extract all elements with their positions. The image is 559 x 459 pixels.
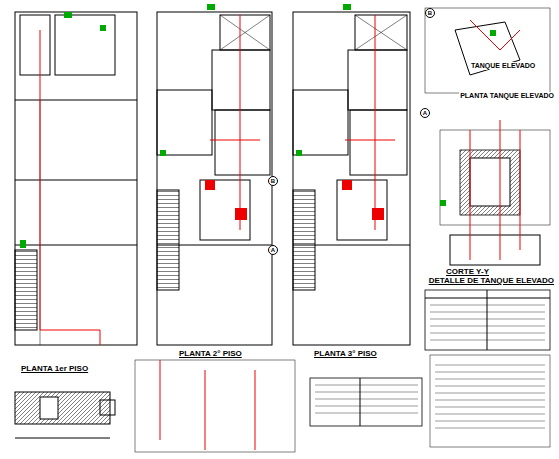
section-marker: A [268,245,278,255]
drawing-title: DETALLE DE TANQUE ELEVADO [428,277,555,286]
drawing-title: PLANTA TANQUE ELEVADO [459,92,555,100]
section-marker: A [420,108,430,118]
drawing-title: PLANTA 1er PISO [20,365,89,374]
drawing-title: PLANTA 3° PISO [313,350,378,359]
section-marker: B [268,176,278,186]
drawing-title: CORTE Y-Y [445,268,490,277]
drawing-title: TANQUE ELEVADO [470,62,536,70]
drawing-title: PLANTA 2° PISO [178,350,243,359]
section-marker: B [425,8,435,18]
